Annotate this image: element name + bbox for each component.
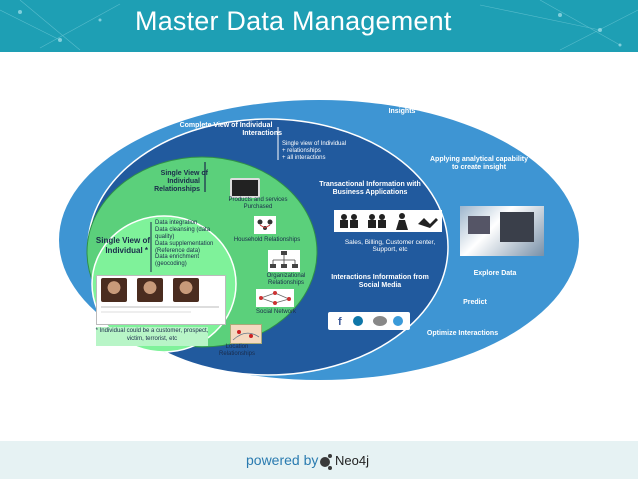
footer-bar xyxy=(0,441,638,479)
transactional-label-2: Business Applications xyxy=(332,189,408,196)
core-title-2: Individual * xyxy=(105,246,148,255)
brand-name: Neo4j xyxy=(335,453,369,468)
products-label-1: Products and services xyxy=(228,197,288,203)
analytics-image xyxy=(460,206,544,256)
footnote-2: victim, terrorist, etc xyxy=(126,336,178,342)
explore-label: Explore Data xyxy=(473,270,517,277)
camera-icon xyxy=(230,178,260,198)
core-bullets: Data integration Data cleansing (data qu… xyxy=(155,220,227,268)
header-bar: Master Data Management xyxy=(0,0,638,52)
svg-text:f: f xyxy=(338,316,342,328)
sales-text-2: Support, etc xyxy=(372,246,408,253)
core-bullet: quality) xyxy=(155,233,175,240)
optimize-label: Optimize Interactions xyxy=(426,330,499,337)
org-chart-icon xyxy=(268,250,300,272)
core-bullet: (geocoding) xyxy=(155,261,187,268)
complete-view-label-2: Interactions xyxy=(242,130,282,137)
network-pattern xyxy=(0,0,638,51)
relationships-title-3: Relationships xyxy=(154,186,200,193)
household-label: Household Relationships xyxy=(233,237,301,243)
core-bullet: Data supplementation xyxy=(155,240,214,247)
page-title: Master Data Management xyxy=(135,6,452,36)
core-bullet: (Reference data) xyxy=(155,247,201,254)
social-media-icons: f xyxy=(328,312,410,330)
relationships-title-1: Single View of xyxy=(160,170,208,177)
org-label-2: Relationships xyxy=(267,280,305,286)
footnote-box xyxy=(96,327,208,346)
applying-label-2: to create insight xyxy=(451,164,507,171)
server-icon xyxy=(468,216,490,234)
core-bullet: Data cleansing (data xyxy=(155,226,211,233)
products-label-2: Purchased xyxy=(243,204,273,210)
org-label-1: Organizational xyxy=(266,273,306,279)
core-bullet: Data enrichment xyxy=(155,254,200,261)
business-icons xyxy=(334,210,442,232)
predict-label: Predict xyxy=(463,299,487,306)
applying-label-1: Applying analytical capability xyxy=(429,156,529,163)
profile-photo xyxy=(173,278,199,302)
core-bullet: Data integration xyxy=(155,220,198,226)
powered-by-text: powered by xyxy=(246,452,319,468)
transactional-label-1: Transactional Information with xyxy=(319,181,421,188)
core-title-1: Single View of xyxy=(95,236,150,245)
location-label-1: Location xyxy=(225,344,249,350)
social-network-icon xyxy=(256,289,294,307)
relationships-title-2: Individual xyxy=(167,178,200,185)
profile-photo xyxy=(101,278,127,302)
social-network-label: Social Network xyxy=(255,309,296,315)
sales-text-1: Sales, Billing, Customer center, xyxy=(344,239,436,246)
single-view-text-2: + relationships xyxy=(282,148,321,154)
map-icon xyxy=(230,324,262,344)
insights-label: Insights xyxy=(388,108,416,115)
footnote-1: * Individual could be a customer, prospe… xyxy=(95,328,209,334)
single-view-text-1: Single view of Individual xyxy=(282,141,347,147)
neo4j-logo-icon xyxy=(320,454,332,470)
interactions-label-2: Social Media xyxy=(358,282,402,289)
interactions-label-1: Interactions Information from xyxy=(331,274,429,281)
profile-strip xyxy=(96,275,226,325)
profile-photo xyxy=(137,278,163,302)
location-label-2: Relationships xyxy=(218,351,256,357)
complete-view-label-1: Complete View of Individual xyxy=(179,122,273,129)
household-icon xyxy=(254,216,276,234)
single-view-text-3: + all interactions xyxy=(282,155,326,161)
monitor-icon xyxy=(500,212,534,242)
